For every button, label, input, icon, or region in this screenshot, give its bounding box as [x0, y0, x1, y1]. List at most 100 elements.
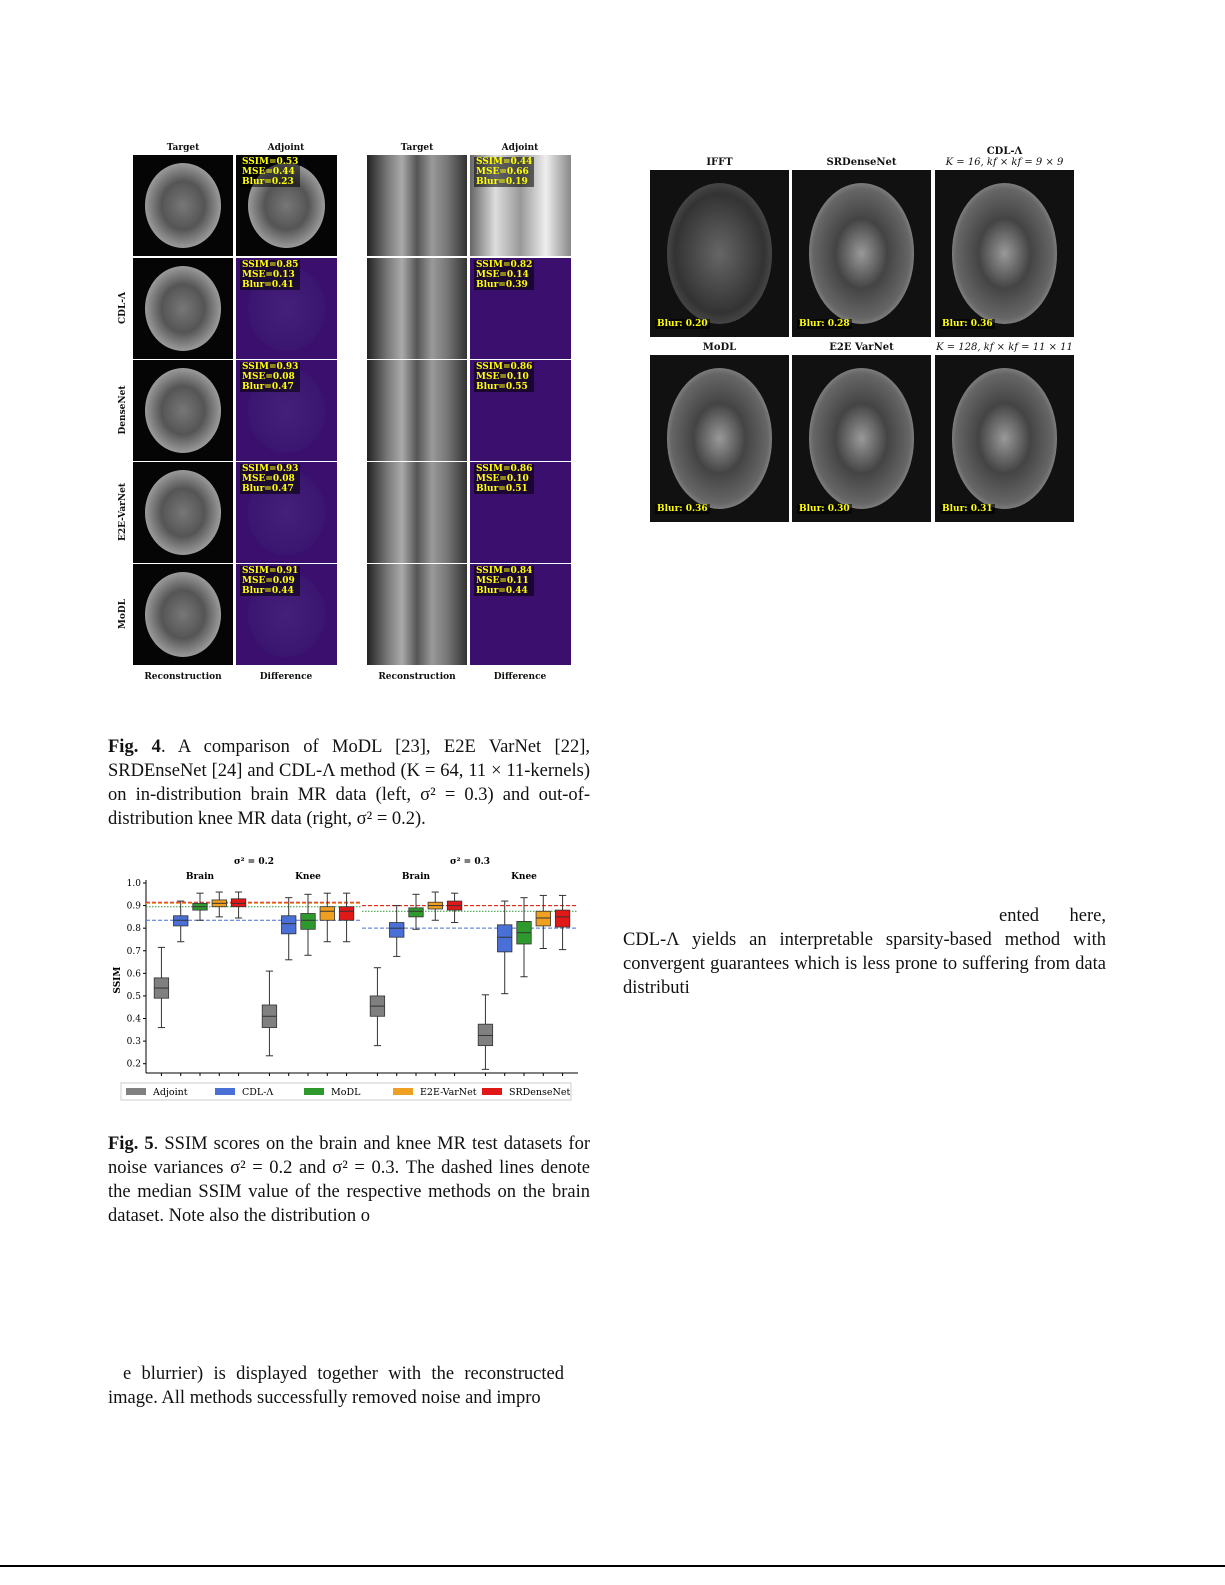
y-tick-label: 0.6: [127, 969, 142, 979]
body-text-right: ented here, CDL-Λ yields an interpretabl…: [623, 906, 1106, 998]
y-tick-label: 1.0: [127, 879, 142, 889]
blur-score: Blur: 0.30: [797, 504, 852, 514]
box: [173, 915, 189, 927]
brain-image: [133, 564, 233, 665]
box: [319, 906, 335, 921]
legend-entry: MoDL: [331, 1087, 361, 1098]
blur-score: Blur: 0.28: [797, 319, 852, 329]
knee-image: [367, 462, 467, 563]
y-tick-label: 0.7: [127, 947, 142, 957]
column-footer: Reconstruction: [144, 672, 222, 682]
blur-score: Blur: 0.36: [655, 504, 710, 514]
row-label: CDL-Λ: [118, 292, 128, 325]
column-title: Adjoint: [267, 143, 305, 153]
cell-title: SRDenseNet: [826, 157, 897, 168]
legend-entry: Adjoint: [152, 1087, 188, 1098]
row-label: MoDL: [118, 598, 128, 630]
legend-swatch: [393, 1088, 413, 1095]
body-text-left: e blurrier) is displayed together with t…: [108, 1364, 564, 1408]
box: [554, 909, 571, 928]
subgroup-title: Brain: [186, 872, 215, 882]
knee-image: [367, 155, 467, 256]
brain-image: [133, 155, 233, 256]
fig4-caption: Fig. 4. A comparison of MoDL [23], E2E V…: [108, 737, 590, 829]
knee-image: [367, 258, 467, 359]
column-footer: Reconstruction: [378, 672, 456, 682]
box: [300, 913, 316, 930]
subgroup-title: Brain: [402, 872, 431, 882]
legend-swatch: [482, 1088, 502, 1095]
brain-image: [133, 258, 233, 359]
blur-score: Blur: 0.20: [655, 319, 710, 329]
box: [389, 922, 405, 938]
brain-image: [133, 462, 233, 563]
box: [497, 924, 513, 953]
legend-entry: E2E-VarNet: [420, 1087, 477, 1098]
column-title: Target: [166, 143, 200, 153]
legend-swatch: [304, 1088, 324, 1095]
cell-title: CDL-Λ: [986, 146, 1023, 157]
cell-title: IFFT: [706, 157, 733, 168]
cell-subtitle: K = 128, kf × kf = 11 × 11: [936, 342, 1073, 353]
box: [535, 910, 551, 927]
group-title: σ² = 0.2: [234, 857, 274, 867]
brain-reconstruction-image: Blur: 0.36: [650, 355, 789, 522]
cell-title: E2E VarNet: [829, 342, 894, 353]
brain-reconstruction-image: Blur: 0.31: [935, 355, 1074, 522]
knee-image: [367, 360, 467, 461]
y-tick-label: 0.5: [127, 992, 142, 1002]
legend-swatch: [215, 1088, 235, 1095]
column-title: Target: [400, 143, 434, 153]
y-tick-label: 0.9: [127, 902, 142, 912]
cell-subtitle: K = 16, kf × kf = 9 × 9: [945, 157, 1064, 168]
page-bottom-rule: [0, 1565, 1225, 1567]
column-footer: Difference: [259, 672, 313, 682]
y-axis-label: SSIM: [113, 967, 123, 994]
y-tick-label: 0.8: [127, 924, 142, 934]
blur-score: Blur: 0.31: [940, 504, 995, 514]
row-label: DenseNet: [118, 385, 128, 435]
cell-title: MoDL: [702, 342, 737, 353]
brain-image: [133, 360, 233, 461]
legend-swatch: [126, 1088, 146, 1095]
fig5-caption: Fig. 5. SSIM scores on the brain and kne…: [108, 1134, 590, 1226]
legend-entry: CDL-Λ: [242, 1087, 273, 1098]
y-tick-label: 0.2: [127, 1060, 141, 1070]
brain-reconstruction-image: Blur: 0.30: [792, 355, 931, 522]
blur-score: Blur: 0.36: [940, 319, 995, 329]
row-label: E2E-VarNet: [118, 482, 128, 542]
brain-reconstruction-image: Blur: 0.20: [650, 170, 789, 337]
box: [230, 898, 247, 908]
box: [477, 1023, 494, 1047]
brain-reconstruction-image: Blur: 0.28: [792, 170, 931, 337]
legend: Adjoint CDL-Λ MoDL E2E-VarNet SRDenseNet: [120, 1082, 572, 1101]
group-title: σ² = 0.3: [450, 857, 490, 867]
box: [338, 906, 355, 921]
legend-entry: SRDenseNet: [509, 1087, 570, 1098]
box: [408, 907, 424, 918]
column-footer: Difference: [493, 672, 547, 682]
subgroup-title: Knee: [295, 872, 321, 882]
